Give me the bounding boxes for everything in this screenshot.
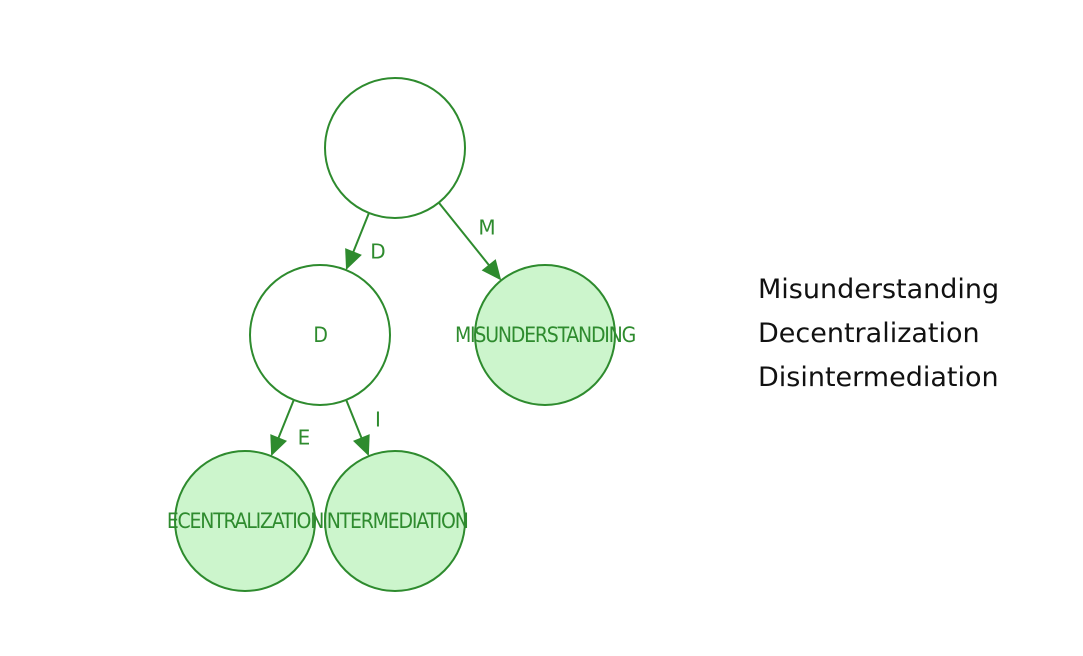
node-root xyxy=(324,77,466,219)
edges-layer xyxy=(270,201,502,457)
edge-label-d: D xyxy=(370,240,385,264)
node-label-d: D xyxy=(313,323,327,347)
node-d xyxy=(249,264,391,406)
arrowhead-icon xyxy=(345,248,362,271)
edge-label-i: I xyxy=(375,408,381,432)
arrowhead-icon xyxy=(481,259,502,281)
node-misunderstanding xyxy=(474,264,616,406)
word-item: Misunderstanding xyxy=(758,274,1000,305)
arrowhead-icon xyxy=(352,434,370,457)
node-intermediation xyxy=(324,450,466,592)
nodes-layer xyxy=(174,77,616,592)
word-list: Misunderstanding Decentralization Disint… xyxy=(758,268,999,400)
arrowhead-icon xyxy=(270,434,288,457)
node-label-misunderstanding: MISUNDERSTANDING xyxy=(455,323,636,347)
edge-label-m: M xyxy=(478,216,495,240)
edge-label-e: E xyxy=(298,426,311,450)
node-label-ecentralization: ECENTRALIZATION xyxy=(167,509,323,533)
word-item: Disintermediation xyxy=(758,362,999,393)
word-item: Decentralization xyxy=(758,318,980,349)
node-ecentralization xyxy=(174,450,316,592)
node-label-intermediation: INTERMEDIATION xyxy=(322,509,467,533)
